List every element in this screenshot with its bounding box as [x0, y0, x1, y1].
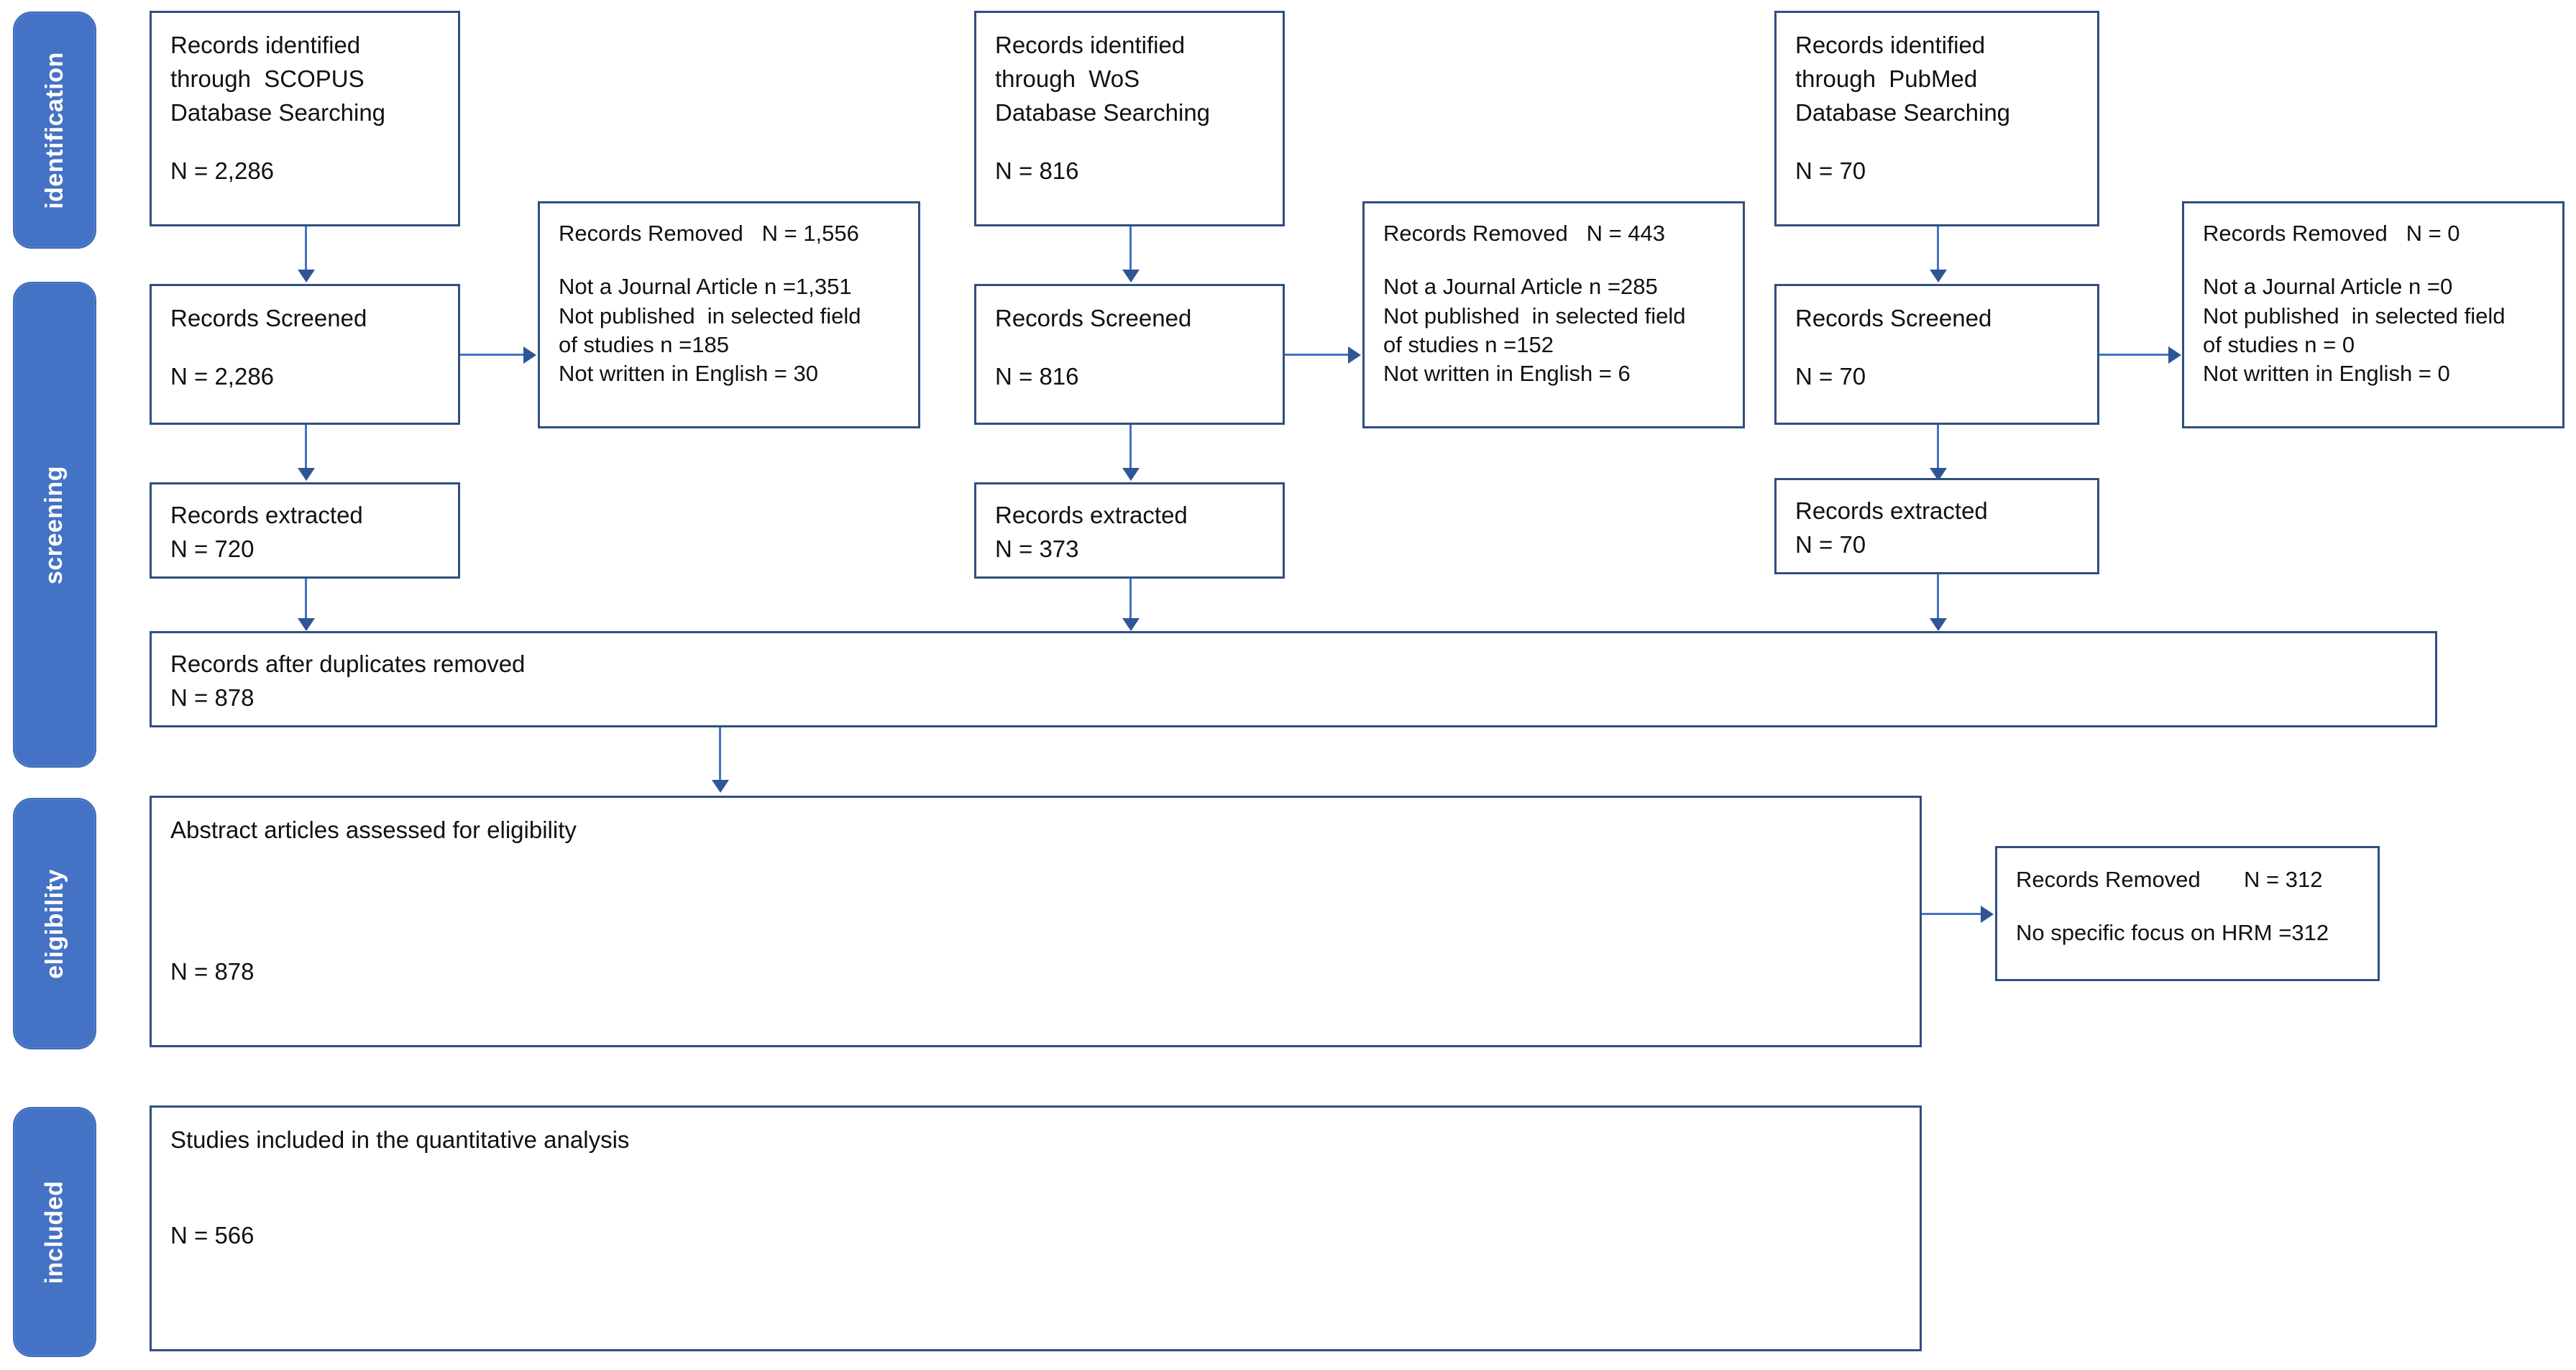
removed-reason-2a: Not published in selected field: [2203, 303, 2506, 328]
removed-reason-2b: of studies n = 0: [2203, 331, 2355, 357]
identified-title-line-2: through SCOPUS: [170, 65, 365, 92]
arrow-screened-to-extracted-scopus: [305, 425, 307, 469]
box-records-removed-eligibility: Records Removed N = 312 No specific focu…: [1995, 846, 2380, 981]
removed-header-count: N = 312: [2244, 867, 2323, 892]
extracted-title: Records extracted: [995, 502, 1188, 528]
removed-reason-2b: of studies n =152: [1383, 331, 1554, 357]
removed-header-count: N = 1,556: [761, 221, 859, 246]
identified-title-line-1: Records identified: [1795, 32, 1986, 58]
box-records-removed-wos: Records Removed N = 443 Not a Journal Ar…: [1362, 201, 1745, 428]
box-abstract-articles-assessed: Abstract articles assessed for eligibili…: [150, 796, 1922, 1047]
arrow-extracted-to-duplicates-wos: [1129, 579, 1132, 620]
identified-title-line-3: Database Searching: [995, 98, 1211, 126]
stage-tab-identification: identification: [13, 12, 96, 249]
included-title: Studies included in the quantitative ana…: [170, 1126, 630, 1153]
duplicates-title: Records after duplicates removed: [170, 650, 526, 677]
box-records-identified-scopus: Records identified through SCOPUS Databa…: [150, 11, 460, 226]
removed-reason-1: Not a Journal Article n =285: [1383, 274, 1658, 300]
duplicates-count: N = 878: [170, 684, 255, 711]
removed-reason-2a: Not published in selected field: [1383, 303, 1686, 328]
removed-header: Records Removed N = 443: [1383, 219, 1724, 248]
removed-reason-1: Not a Journal Article n =1,351: [559, 274, 852, 300]
screened-title: Records Screened: [1795, 305, 1992, 331]
arrow-extracted-to-duplicates-scopus: [305, 579, 307, 620]
removed-reason-2b: of studies n =185: [559, 331, 729, 357]
identified-count: N = 2,286: [170, 157, 275, 184]
extracted-title: Records extracted: [1795, 497, 1988, 524]
box-records-screened-scopus: Records Screened N = 2,286: [150, 284, 460, 425]
identified-title-line-3: Database Searching: [1795, 98, 2011, 126]
included-count: N = 566: [170, 1221, 255, 1249]
identified-count: N = 70: [1795, 157, 1866, 184]
box-records-extracted-scopus: Records extracted N = 720: [150, 482, 460, 579]
box-records-removed-pubmed: Records Removed N = 0 Not a Journal Arti…: [2182, 201, 2564, 428]
extracted-count: N = 70: [1795, 530, 1866, 558]
eligibility-count: N = 878: [170, 957, 255, 985]
removed-header-count: N = 0: [2406, 221, 2460, 246]
box-records-identified-wos: Records identified through WoS Database …: [974, 11, 1285, 226]
arrow-screened-to-extracted-pubmed: [1937, 425, 1939, 469]
removed-header-label: Records Removed: [2203, 221, 2388, 246]
removed-reason-3: Not written in English = 6: [1383, 361, 1631, 387]
removed-reason-2a: Not published in selected field: [559, 303, 861, 328]
screened-count: N = 2,286: [170, 362, 275, 390]
removed-reason-1: Not a Journal Article n =0: [2203, 274, 2453, 300]
removed-reason-3: Not written in English = 0: [2203, 361, 2450, 387]
arrow-identified-to-screened-wos: [1129, 226, 1132, 271]
stage-tab-eligibility-label: eligibility: [40, 868, 68, 979]
stage-tab-screening: screening: [13, 282, 96, 768]
eligibility-title: Abstract articles assessed for eligibili…: [170, 817, 577, 843]
box-studies-included: Studies included in the quantitative ana…: [150, 1105, 1922, 1351]
stage-tab-screening-label: screening: [40, 465, 68, 584]
removed-header: Records Removed N = 312: [2016, 865, 2359, 894]
identified-title-line-1: Records identified: [995, 32, 1186, 58]
screened-count: N = 816: [995, 362, 1079, 390]
identified-title-line-2: through WoS: [995, 65, 1140, 92]
box-records-removed-scopus: Records Removed N = 1,556 Not a Journal …: [538, 201, 920, 428]
arrow-screened-to-removed-scopus: [460, 354, 525, 356]
box-records-extracted-wos: Records extracted N = 373: [974, 482, 1285, 579]
removed-header: Records Removed N = 0: [2203, 219, 2544, 248]
removed-header-label: Records Removed: [2016, 867, 2201, 892]
arrow-identified-to-screened-pubmed: [1937, 226, 1939, 271]
identified-title-line-3: Database Searching: [170, 98, 386, 126]
extracted-title: Records extracted: [170, 502, 363, 528]
removed-header: Records Removed N = 1,556: [559, 219, 899, 248]
arrow-duplicates-to-eligibility: [719, 727, 721, 781]
arrow-screened-to-removed-wos: [1285, 354, 1349, 356]
removed-header-label: Records Removed: [1383, 221, 1568, 246]
identified-count: N = 816: [995, 157, 1079, 184]
stage-tab-identification-label: identification: [40, 51, 68, 209]
stage-tab-included: included: [13, 1107, 96, 1357]
box-records-extracted-pubmed: Records extracted N = 70: [1774, 478, 2099, 574]
arrow-screened-to-extracted-wos: [1129, 425, 1132, 469]
stage-tab-eligibility: eligibility: [13, 798, 96, 1049]
arrow-eligibility-to-removed: [1922, 913, 1982, 915]
box-records-screened-pubmed: Records Screened N = 70: [1774, 284, 2099, 425]
box-records-after-duplicates-removed: Records after duplicates removed N = 878: [150, 631, 2437, 727]
removed-reason-1: No specific focus on HRM =312: [2016, 920, 2329, 946]
identified-title-line-1: Records identified: [170, 32, 361, 58]
screened-count: N = 70: [1795, 362, 1866, 390]
box-records-screened-wos: Records Screened N = 816: [974, 284, 1285, 425]
stage-tab-included-label: included: [40, 1180, 68, 1284]
removed-reason-3: Not written in English = 30: [559, 361, 818, 387]
arrow-extracted-to-duplicates-pubmed: [1937, 574, 1939, 620]
removed-header-label: Records Removed: [559, 221, 743, 246]
box-records-identified-pubmed: Records identified through PubMed Databa…: [1774, 11, 2099, 226]
extracted-count: N = 720: [170, 535, 255, 562]
identified-title-line-2: through PubMed: [1795, 65, 1978, 92]
screened-title: Records Screened: [170, 305, 367, 331]
screened-title: Records Screened: [995, 305, 1192, 331]
arrow-identified-to-screened-scopus: [305, 226, 307, 271]
removed-header-count: N = 443: [1586, 221, 1666, 246]
arrow-screened-to-removed-pubmed: [2099, 354, 2170, 356]
extracted-count: N = 373: [995, 535, 1079, 562]
